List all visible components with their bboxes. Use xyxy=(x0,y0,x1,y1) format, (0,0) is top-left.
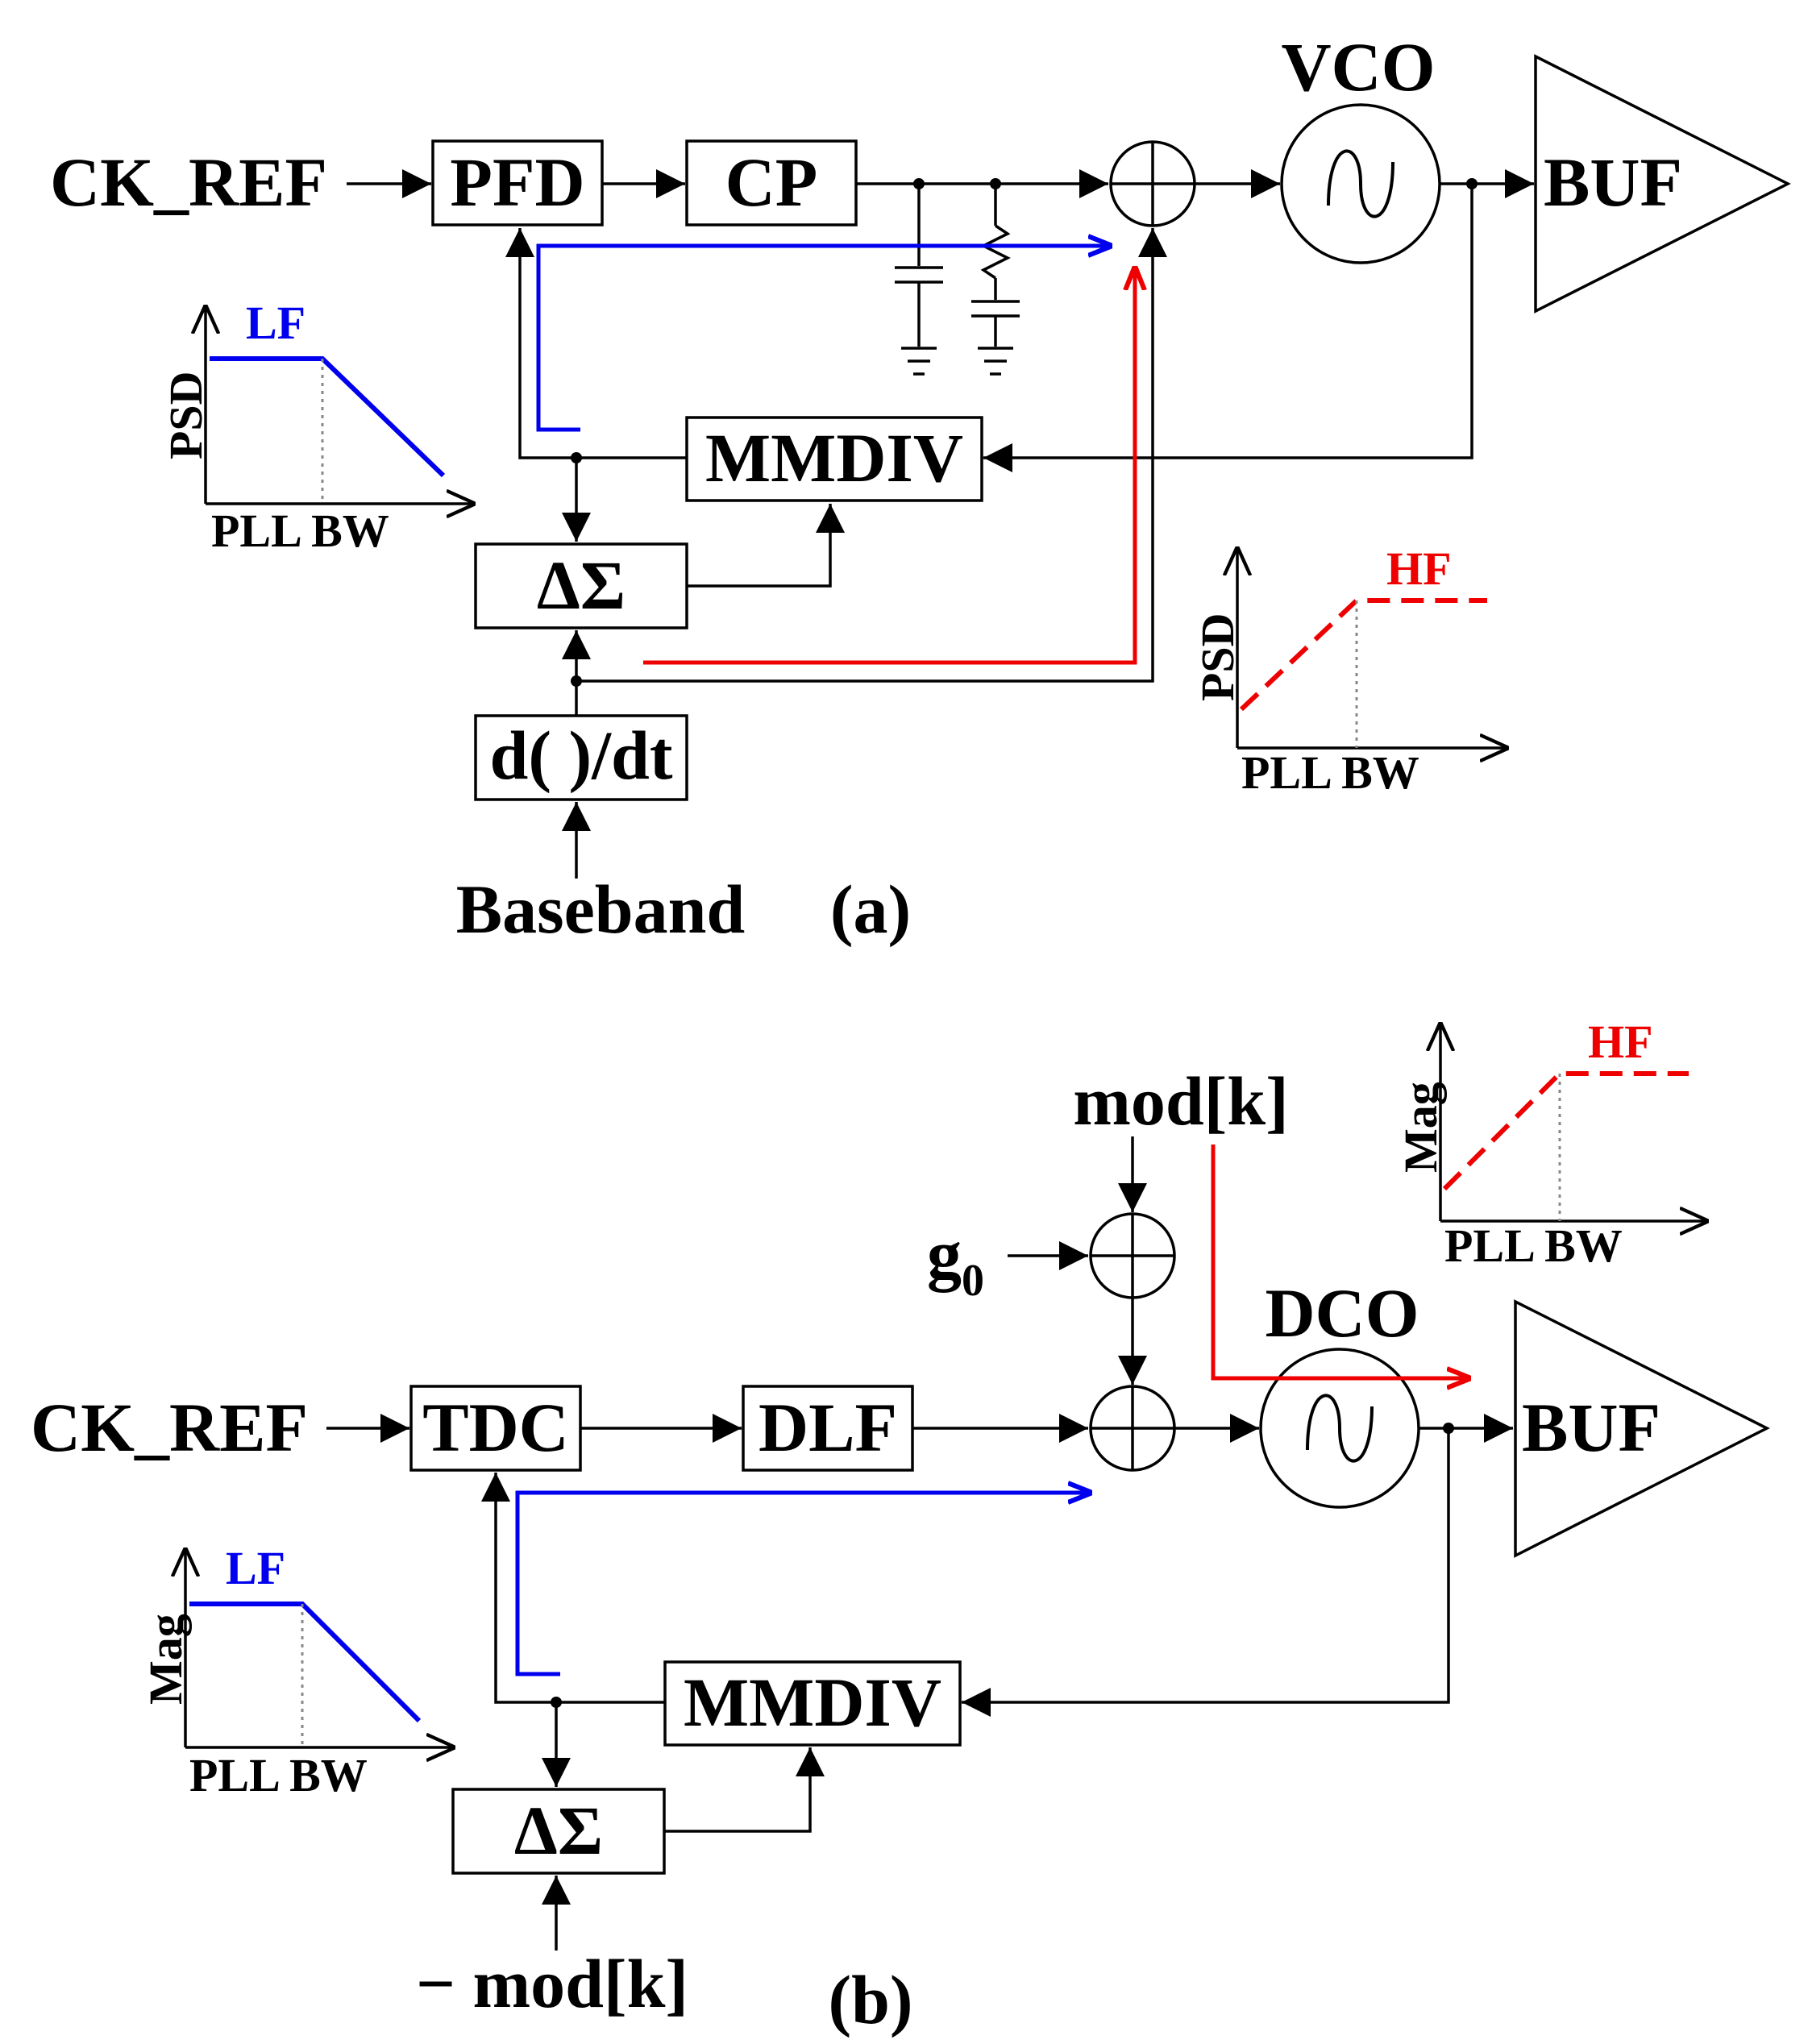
delta-sigma-block-a xyxy=(474,542,688,629)
dco-label: DCO xyxy=(1265,1274,1419,1352)
caption-b: (b) xyxy=(828,1961,912,2038)
lf-plot-a-xlabel: PLL BW xyxy=(211,505,389,557)
lf-plot-b: Mag PLL BW LF xyxy=(139,1542,455,1801)
sum-node-b-upper xyxy=(1089,1212,1176,1299)
mmdiv-label-b: MMDIV xyxy=(684,1664,941,1741)
cp-label: CP xyxy=(725,143,818,221)
loop-filter-a xyxy=(895,178,1020,376)
hf-path-b xyxy=(1211,1145,1471,1378)
ds-div-wire-a xyxy=(687,504,845,588)
sum-node-a xyxy=(1109,140,1196,227)
delta-sigma-label-a: ΔΣ xyxy=(537,546,626,624)
tdc-label: TDC xyxy=(422,1389,569,1466)
vco-label: VCO xyxy=(1281,28,1435,106)
hf-plot-a-ylabel: PSD xyxy=(1191,613,1244,701)
neg-mod-label: − mod[k] xyxy=(416,1945,688,2022)
lf-plot-a: PSD PLL BW LF xyxy=(160,297,476,557)
derivative-block xyxy=(474,714,688,801)
hf-plot-a: PSD PLL BW HF xyxy=(1191,542,1509,799)
dlf-block xyxy=(742,1385,914,1472)
feedback-wire-b xyxy=(962,1428,1450,1717)
tdc-block xyxy=(409,1385,582,1472)
feedback-wire-a xyxy=(983,184,1473,472)
hf-plot-b-label: HF xyxy=(1588,1016,1653,1068)
mod-label: mod[k] xyxy=(1073,1062,1289,1140)
hf-plot-a-label: HF xyxy=(1386,542,1452,595)
caption-a: (a) xyxy=(830,870,911,948)
div-pfd-wire-a xyxy=(505,228,687,459)
lf-path-a xyxy=(536,246,1112,432)
panel-a: CK_REF PFD CP xyxy=(50,28,1791,948)
lf-plot-a-ylabel: PSD xyxy=(160,371,212,459)
delta-sigma-block-b xyxy=(451,1788,666,1875)
hf-path-a xyxy=(643,266,1135,665)
hf-plot-a-xlabel: PLL BW xyxy=(1241,746,1419,799)
lf-plot-b-xlabel: PLL BW xyxy=(189,1749,368,1801)
hf-plot-b: Mag PLL BW HF xyxy=(1394,1016,1709,1272)
buf-label-a: BUF xyxy=(1544,143,1682,221)
ck-ref-label-b: CK_REF xyxy=(31,1389,308,1466)
delta-sigma-label-b: ΔΣ xyxy=(514,1792,603,1869)
lf-plot-b-label: LF xyxy=(226,1542,285,1594)
buf-b xyxy=(1514,1299,1770,1558)
dlf-label: DLF xyxy=(759,1389,897,1466)
ck-ref-label-a: CK_REF xyxy=(50,143,327,221)
lf-plot-b-ylabel: Mag xyxy=(139,1614,192,1705)
dco-symbol xyxy=(1259,1348,1420,1509)
buf-a xyxy=(1534,54,1791,314)
lf-path-b xyxy=(515,1493,1092,1676)
sum-node-b-lower xyxy=(1089,1385,1176,1472)
panel-b: CK_REF TDC DLF mod[k] g0 DCO xyxy=(31,1016,1770,2038)
hf-plot-b-xlabel: PLL BW xyxy=(1444,1219,1623,1272)
g0-subscript: 0 xyxy=(962,1256,984,1306)
mmdiv-block-a xyxy=(685,416,983,502)
g0-label: g0 xyxy=(927,1215,984,1306)
deriv-sum-wire xyxy=(576,228,1167,683)
vco-symbol xyxy=(1280,103,1441,264)
cp-block xyxy=(685,139,858,226)
baseband-label: Baseband xyxy=(456,870,746,948)
pfd-label: PFD xyxy=(450,143,584,221)
hf-plot-b-ylabel: Mag xyxy=(1394,1082,1447,1173)
div-tdc-wire-b xyxy=(481,1473,665,1704)
ds-div-wire-b xyxy=(664,1747,825,1833)
g0-base: g xyxy=(927,1215,962,1293)
buf-label-b: BUF xyxy=(1522,1389,1660,1466)
mmdiv-label-a: MMDIV xyxy=(705,419,963,496)
lf-plot-a-label: LF xyxy=(246,297,305,349)
derivative-label: d( )/dt xyxy=(490,717,673,794)
